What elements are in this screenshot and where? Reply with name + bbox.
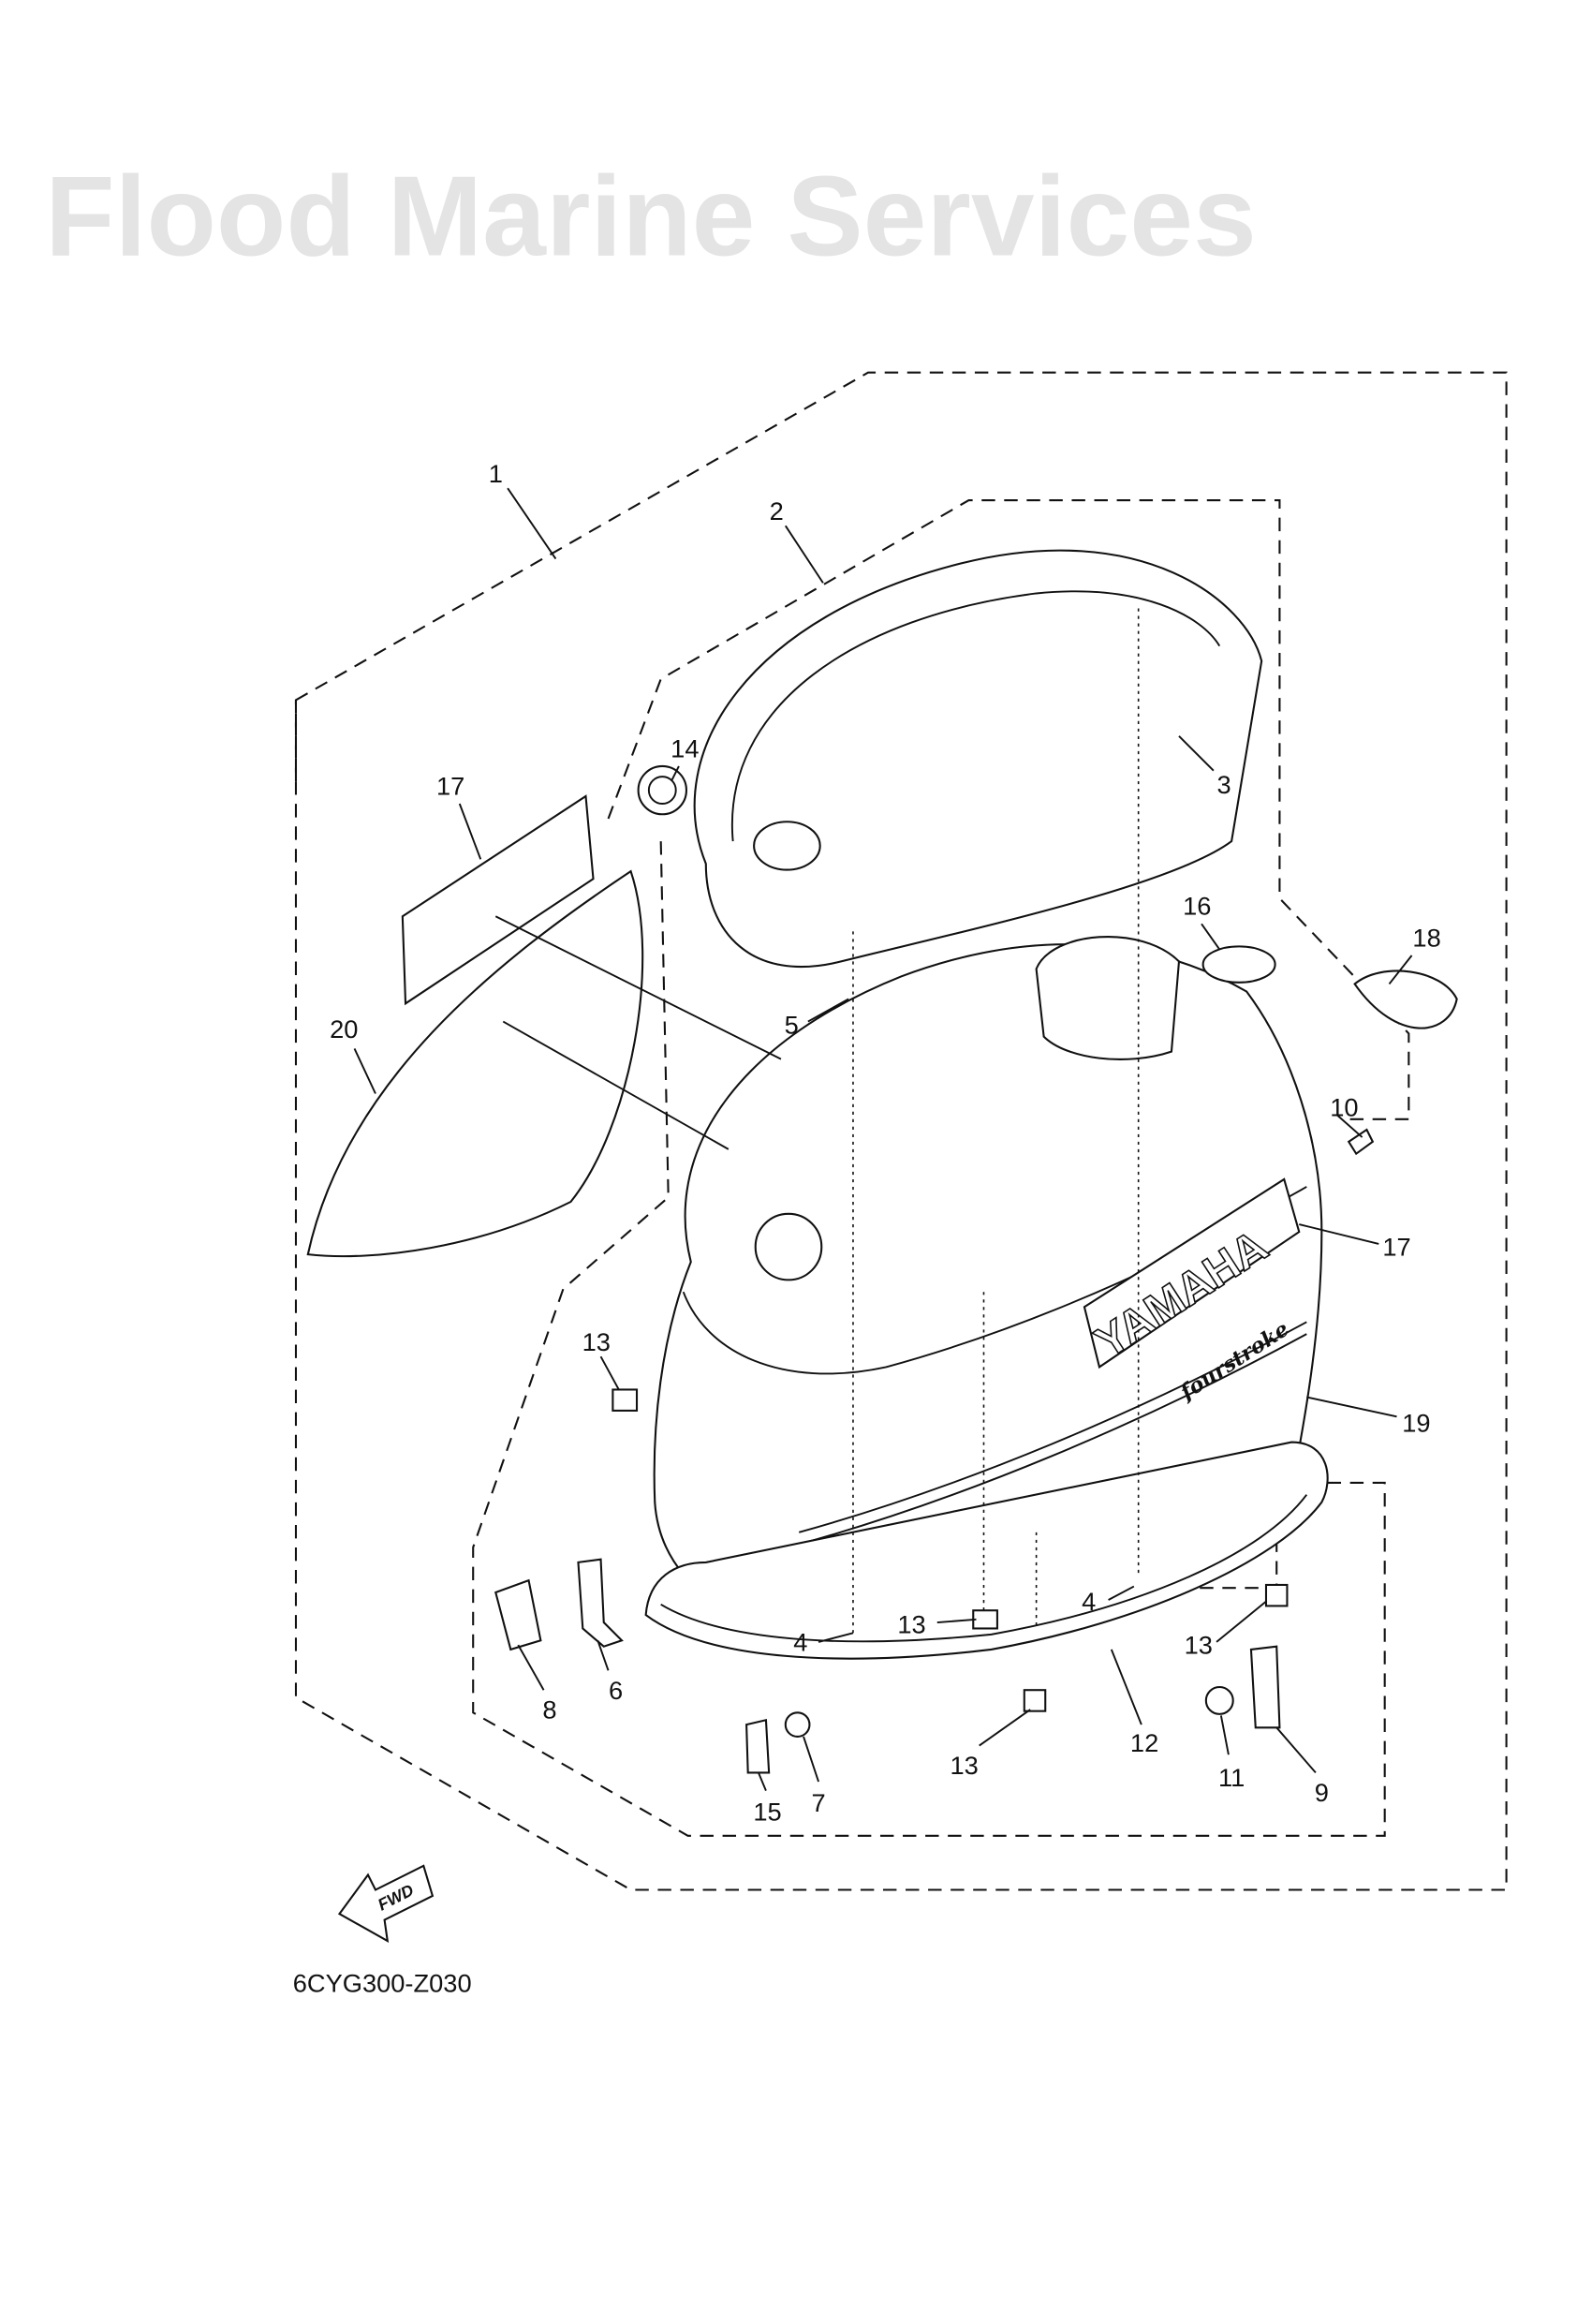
clip-13d: [1023, 1689, 1047, 1712]
decal-16: [1201, 945, 1276, 984]
top-cover-panel: [693, 549, 1263, 968]
bolt-10: [1347, 1128, 1375, 1156]
callout-1: 1: [489, 459, 503, 488]
bracket-9: [1249, 1645, 1281, 1729]
decal-left-20: [306, 869, 644, 1258]
callout-10: 10: [1330, 1093, 1358, 1122]
watermark: Flood Marine Services: [45, 153, 1257, 280]
clip-13a: [612, 1388, 639, 1412]
rubber-seal: [644, 1441, 1329, 1660]
yamaha-emblem: [637, 764, 687, 816]
bracket-15: [745, 1718, 771, 1774]
callout-14: 14: [671, 733, 699, 762]
clip-13b: [972, 1609, 998, 1630]
callout-6: 6: [609, 1676, 623, 1705]
air-intake: [1035, 936, 1181, 1060]
callout-3: 3: [1217, 770, 1231, 799]
assembly-2-boundary: [607, 499, 1410, 1120]
nut-7: [784, 1711, 811, 1738]
callout-8: 8: [542, 1695, 556, 1724]
callout-12: 12: [1130, 1728, 1158, 1757]
callout-9: 9: [1315, 1778, 1329, 1807]
cowling-hole: [754, 1212, 823, 1281]
decal-18: [1353, 970, 1458, 1029]
callout-13: 13: [897, 1609, 925, 1638]
callout-20: 20: [330, 1014, 358, 1044]
diagram-code: 6CYG300-Z030: [293, 1969, 472, 1998]
callout-7: 7: [811, 1788, 825, 1817]
callout-15: 15: [753, 1798, 781, 1827]
nut-11: [1204, 1685, 1234, 1715]
callout-2: 2: [770, 496, 784, 525]
top-cowling: [653, 943, 1323, 1627]
callout-13: 13: [950, 1751, 978, 1780]
callout-4: 4: [1082, 1587, 1096, 1616]
bracket-6: [577, 1558, 624, 1648]
callout-18: 18: [1412, 923, 1440, 952]
callout-11: 11: [1218, 1763, 1245, 1792]
fwd-arrow-icon: FWD: [337, 1864, 435, 1943]
callout-19: 19: [1402, 1408, 1430, 1437]
callout-13: 13: [1185, 1631, 1213, 1660]
latch-lever-8: [494, 1578, 542, 1651]
decal-left-17: [401, 794, 595, 1006]
callout-17-right: 17: [1382, 1233, 1410, 1262]
clip-13c: [1264, 1583, 1289, 1607]
callout-16: 16: [1183, 892, 1211, 921]
cover-hole: [753, 821, 821, 871]
assembly-1-boundary: [294, 371, 1508, 1891]
yamaha-decal: [1083, 1177, 1301, 1369]
callout-13: 13: [582, 1327, 611, 1356]
callout-4: 4: [793, 1628, 807, 1657]
callout-5: 5: [785, 1010, 799, 1039]
leader-lines: [353, 487, 1413, 1792]
callout-17-left: 17: [436, 771, 464, 800]
